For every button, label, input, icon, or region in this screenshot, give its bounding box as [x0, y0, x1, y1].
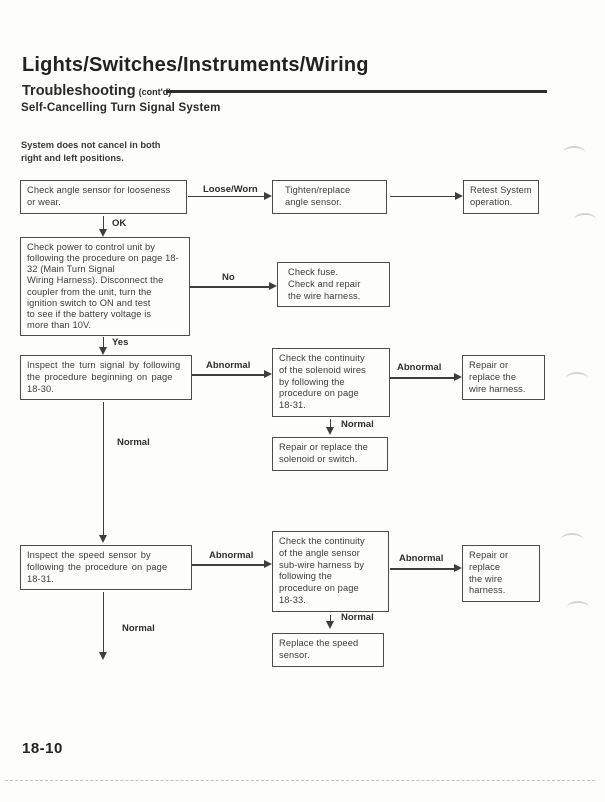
scan-artifact [574, 213, 596, 226]
arrowhead-right-icon [454, 373, 462, 382]
page-title: Lights/Switches/Instruments/Wiring [22, 54, 369, 76]
arrowhead-right-icon [264, 191, 272, 200]
flow-box-check-power: Check power to control unit by following… [20, 237, 190, 337]
subsection-heading: Self-Cancelling Turn Signal System [21, 102, 221, 114]
connector-normal-3 [329, 615, 332, 622]
arrowhead-down-icon [99, 652, 107, 660]
flow-box-replace-speed-sensor: Replace the speed sensor. [272, 633, 384, 667]
flow-label-normal-1: Normal [341, 419, 374, 430]
flow-label-abnormal-4: Abnormal [399, 553, 444, 564]
connector-to-retest [390, 195, 455, 198]
flow-label-yes: Yes [112, 337, 129, 348]
heading-rule [166, 90, 547, 93]
flow-label-abnormal-2: Abnormal [397, 362, 442, 373]
scan-artifact [567, 601, 589, 614]
arrowhead-down-icon [99, 535, 107, 543]
scan-artifact [561, 533, 583, 546]
flow-label-normal-3: Normal [341, 612, 374, 623]
flow-box-tighten-replace: Tighten/replace angle sensor. [272, 180, 387, 214]
flow-label-abnormal-1: Abnormal [206, 360, 251, 371]
section-heading-row: Troubleshooting(cont'd) [22, 82, 171, 100]
connector-abnormal-4 [390, 568, 454, 570]
arrowhead-right-icon [269, 282, 277, 291]
flow-box-check-fuse: Check fuse. Check and repair the wire ha… [277, 262, 390, 308]
flow-box-check-angle-sensor: Check angle sensor for looseness or wear… [20, 180, 187, 214]
arrowhead-down-icon [99, 229, 107, 237]
connector-abnormal-1 [192, 374, 265, 376]
flow-label-no: No [222, 272, 235, 283]
flow-label-normal-4: Normal [122, 623, 155, 634]
condition-text: System does not cancel in both right and… [21, 140, 161, 164]
connector-normal-1 [329, 419, 332, 428]
connector-normal-long [102, 402, 105, 535]
connector-yes [102, 337, 105, 348]
flow-label-abnormal-3: Abnormal [209, 550, 254, 561]
flow-box-retest: Retest System operation. [463, 180, 539, 214]
flow-label-loose-worn: Loose/Worn [203, 184, 258, 195]
connector-loose-worn [188, 195, 265, 198]
section-heading: Troubleshooting [22, 83, 136, 99]
section-note: (cont'd) [138, 87, 172, 97]
flow-box-repair-solenoid: Repair or replace the solenoid or switch… [272, 437, 388, 471]
scan-artifact [566, 372, 588, 385]
footer-rule [5, 780, 595, 781]
connector-no [190, 286, 269, 288]
arrowhead-down-icon [99, 347, 107, 355]
flow-box-repair-harness-1: Repair or replace the wire harness. [462, 355, 545, 401]
flow-box-repair-harness-2: Repair or replace the wire harness. [462, 545, 540, 603]
connector-normal-4 [102, 592, 105, 652]
arrowhead-right-icon [264, 370, 272, 379]
page-number: 18-10 [22, 740, 63, 757]
arrowhead-right-icon [454, 564, 462, 573]
flow-label-normal-2: Normal [117, 437, 150, 448]
connector-abnormal-3 [192, 564, 265, 566]
flow-box-inspect-turn-signal: Inspect the turn signal by following the… [20, 355, 192, 401]
flow-label-ok: OK [112, 218, 127, 229]
arrowhead-down-icon [326, 427, 334, 435]
arrowhead-right-icon [264, 560, 272, 569]
arrowhead-right-icon [455, 191, 463, 200]
flow-box-inspect-speed-sensor: Inspect the speed sensor by following th… [20, 545, 192, 591]
flow-box-check-solenoid-wires: Check the continuity of the solenoid wir… [272, 348, 390, 417]
connector-abnormal-2 [390, 377, 454, 379]
scan-artifact [563, 146, 585, 159]
arrowhead-down-icon [326, 621, 334, 629]
flow-box-check-angle-subharness: Check the continuity of the angle sensor… [272, 531, 389, 612]
connector-ok [102, 216, 105, 229]
